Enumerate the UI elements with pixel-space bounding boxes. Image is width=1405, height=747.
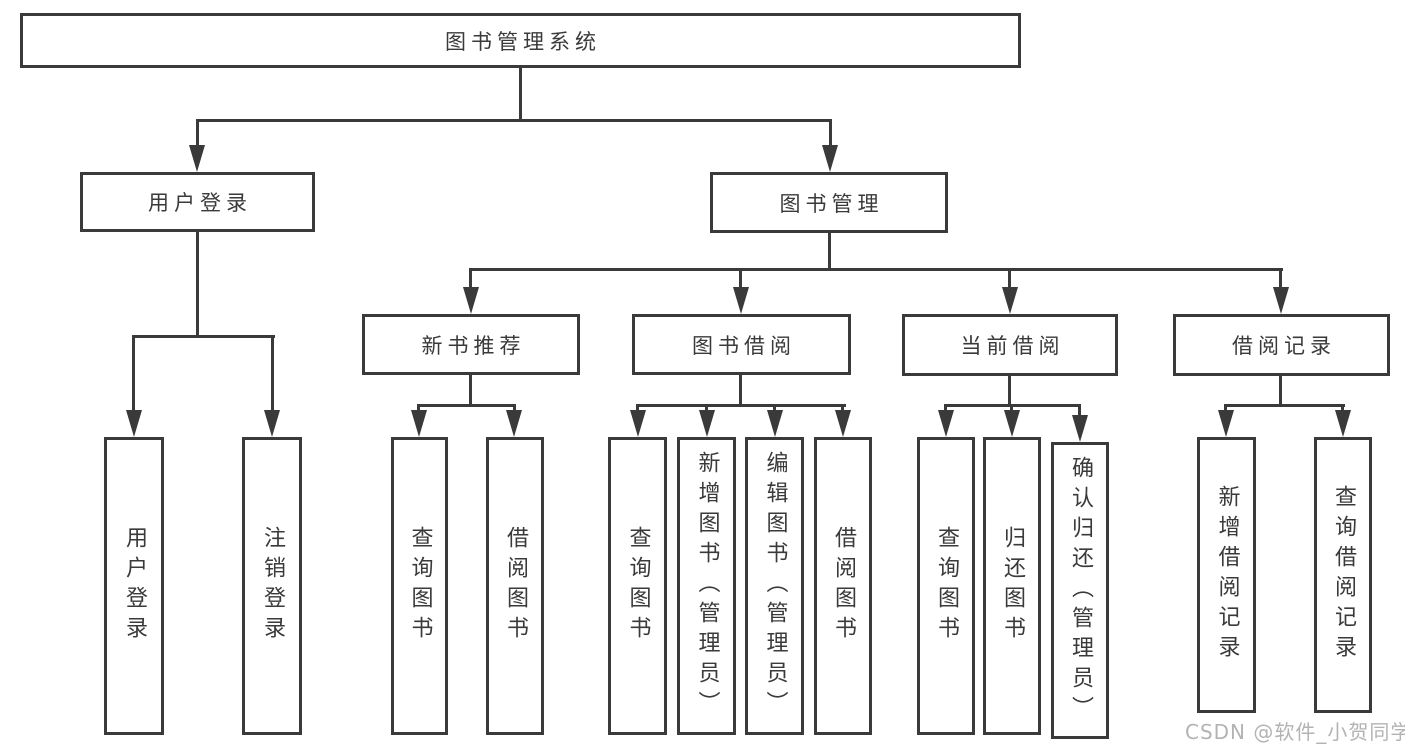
connector-book-mgmt-stem [828,233,831,271]
connector-root-stem [519,68,522,120]
connector-bb-add-drop [705,404,708,413]
leaf-bb-add-book-admin: 新增图书（管理员） [677,437,736,735]
connector-cb-return-drop [1010,404,1013,413]
leaf-bb-query-books: 查询图书 [608,437,667,735]
node-borrowing-records-label: 借阅记录 [1232,334,1336,358]
leaf-logout: 注销登录 [242,437,302,735]
node-library-system: 图书管理系统 [20,13,1021,68]
node-new-book-recommend: 新书推荐 [362,314,580,375]
arrowhead-cb-query-icon [938,410,954,437]
node-new-book-recommend-label: 新书推荐 [421,333,526,358]
connector-user-login-stem [196,232,199,338]
leaf-bb-edit-book-admin: 编辑图书（管理员） [745,437,804,735]
arrowhead-bb-edit-icon [767,410,783,437]
node-current-borrowing: 当前借阅 [902,314,1118,376]
arrowhead-book-mgmt-icon [822,145,838,172]
leaf-cb-query-books-label: 查询图书 [934,526,959,646]
leaf-nb-query-books-label: 查询图书 [407,526,433,646]
leaf-bb-borrow-books: 借阅图书 [814,437,872,735]
arrowhead-br-query-icon [1335,410,1351,437]
connector-new-book-rail [417,404,516,407]
leaf-user-login: 用户登录 [104,437,164,735]
connector-new-book-drop [469,268,472,289]
leaf-br-add-borrow-record-label: 新增借阅记录 [1214,485,1240,665]
node-library-system-label: 图书管理系统 [445,29,601,54]
arrowhead-nb-query-icon [411,410,427,437]
connector-current-drop [1008,268,1011,289]
leaf-cb-confirm-return-admin-label: 确认归还（管理员） [1068,455,1093,726]
arrowhead-borrowing-icon [733,287,749,314]
leaf-bb-add-book-admin-label: 新增图书（管理员） [694,451,720,721]
leaf-br-query-borrow-record-label: 查询借阅记录 [1331,485,1356,665]
leaf-user-login-label: 用户登录 [122,526,147,646]
connector-br-query-drop [1341,404,1344,413]
leaf-cb-confirm-return-admin: 确认归还（管理员） [1051,442,1109,739]
arrowhead-bb-query-icon [630,410,646,437]
connector-user-login-drop [196,119,199,147]
leaf-bb-borrow-books-label: 借阅图书 [831,526,856,646]
arrowhead-leaf-logout-icon [264,410,280,437]
connector-borrowing-stem [739,375,742,407]
connector-records-drop [1279,268,1282,289]
leaf-bb-edit-book-admin-label: 编辑图书（管理员） [762,451,788,721]
arrowhead-cb-return-icon [1004,410,1020,437]
connector-root-rail [196,119,832,122]
arrowhead-br-add-icon [1218,410,1234,437]
arrowhead-bb-add-icon [699,410,715,437]
arrowhead-records-icon [1273,287,1289,314]
leaf-nb-borrow-books-label: 借阅图书 [503,526,528,646]
arrowhead-bb-borrow-icon [835,410,851,437]
connector-cb-confirm-drop [1078,404,1081,417]
csdn-watermark: CSDN @软件_小贺同学 [1185,720,1405,744]
connector-nb-borrow-drop [513,404,516,413]
connector-new-book-stem [469,375,472,407]
arrowhead-current-icon [1002,287,1018,314]
node-book-borrowing-label: 图书借阅 [692,333,796,358]
connector-book-mgmt-drop [829,119,832,147]
arrowhead-cb-confirm-icon [1072,415,1088,442]
connector-book-mgmt-rail [469,268,1283,271]
connector-user-login-rail [132,335,275,338]
connector-borrowing-drop [739,268,742,289]
node-borrowing-records: 借阅记录 [1173,314,1390,376]
leaf-br-query-borrow-record: 查询借阅记录 [1314,437,1372,713]
node-book-borrowing: 图书借阅 [632,314,851,375]
connector-current-stem [1008,376,1011,407]
node-user-login-label: 用户登录 [148,191,252,215]
connector-cb-query-drop [944,404,947,413]
node-book-management-label: 图书管理 [779,191,884,216]
connector-bb-edit-drop [773,404,776,413]
connector-records-rail [1224,404,1345,407]
connector-records-stem [1279,376,1282,407]
leaf-logout-label: 注销登录 [260,526,285,646]
connector-leaf-login-drop [132,335,135,411]
leaf-bb-query-books-label: 查询图书 [625,526,651,646]
connector-bb-query-drop [636,404,639,413]
leaf-nb-borrow-books: 借阅图书 [486,437,544,735]
node-book-management: 图书管理 [710,172,948,233]
leaf-cb-query-books: 查询图书 [917,437,975,735]
arrowhead-new-book-icon [463,287,479,314]
arrowhead-user-login-icon [189,145,205,172]
connector-nb-query-drop [417,404,420,413]
node-user-login: 用户登录 [80,172,315,232]
node-current-borrowing-label: 当前借阅 [960,334,1065,358]
arrowhead-leaf-login-icon [126,410,142,437]
leaf-br-add-borrow-record: 新增借阅记录 [1197,437,1256,713]
connector-borrowing-rail [636,404,846,407]
leaf-nb-query-books: 查询图书 [391,437,448,735]
connector-bb-borrow-drop [841,404,844,413]
arrowhead-nb-borrow-icon [506,410,522,437]
connector-br-add-drop [1224,404,1227,413]
leaf-cb-return-book: 归还图书 [983,437,1041,735]
leaf-cb-return-book-label: 归还图书 [1000,526,1025,646]
connector-leaf-logout-drop [271,335,274,411]
